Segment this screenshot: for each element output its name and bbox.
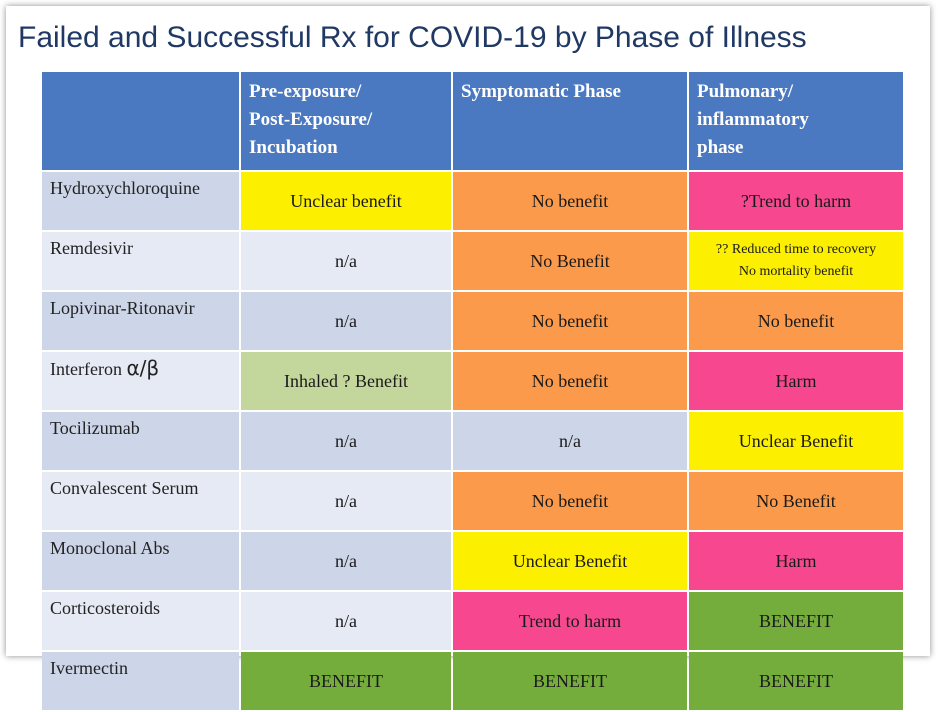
header-line: Pre-exposure/ — [249, 81, 362, 102]
cell-pre-exposure: n/a — [241, 232, 451, 290]
drug-name: Remdesivir — [42, 232, 239, 290]
drug-name: Lopivinar-Ritonavir — [42, 292, 239, 350]
cell-pulmonary: ?Trend to harm — [689, 172, 903, 230]
cell-pulmonary: No benefit — [689, 292, 903, 350]
cell-pre-exposure: BENEFIT — [241, 652, 451, 710]
table-row: Interferon α/β Inhaled ? Benefit No bene… — [42, 352, 903, 410]
cell-pre-exposure: n/a — [241, 412, 451, 470]
cell-line: ?? Reduced time to recovery — [715, 242, 877, 257]
table-row: Remdesivir n/a No Benefit ?? Reduced tim… — [42, 232, 903, 290]
cell-pre-exposure: n/a — [241, 592, 451, 650]
header-line: Symptomatic Phase — [461, 81, 621, 102]
cell-symptomatic: n/a — [453, 412, 687, 470]
cell-pre-exposure: n/a — [241, 292, 451, 350]
slide-title: Failed and Successful Rx for COVID-19 by… — [18, 21, 807, 54]
cell-line: No mortality benefit — [738, 264, 854, 279]
table-header-row: Pre-exposure/ Post-Exposure/ Incubation … — [42, 72, 903, 170]
drug-name-text: Interferon — [50, 359, 127, 379]
cell-pre-exposure: n/a — [241, 532, 451, 590]
treatment-table: Pre-exposure/ Post-Exposure/ Incubation … — [40, 70, 905, 712]
cell-symptomatic: BENEFIT — [453, 652, 687, 710]
cell-pre-exposure: Inhaled ? Benefit — [241, 352, 451, 410]
cell-pulmonary: Harm — [689, 532, 903, 590]
table-row: Tocilizumab n/a n/a Unclear Benefit — [42, 412, 903, 470]
drug-name: Corticosteroids — [42, 592, 239, 650]
drug-name: Ivermectin — [42, 652, 239, 710]
header-symptomatic: Symptomatic Phase — [453, 72, 687, 170]
table-row: Monoclonal Abs n/a Unclear Benefit Harm — [42, 532, 903, 590]
cell-symptomatic: No benefit — [453, 352, 687, 410]
header-line: Incubation — [249, 137, 338, 158]
cell-pulmonary: BENEFIT — [689, 652, 903, 710]
cell-pre-exposure: n/a — [241, 472, 451, 530]
drug-name: Interferon α/β — [42, 352, 239, 410]
cell-symptomatic: Unclear Benefit — [453, 532, 687, 590]
cell-symptomatic: No benefit — [453, 172, 687, 230]
header-pre-exposure: Pre-exposure/ Post-Exposure/ Incubation — [241, 72, 451, 170]
slide: Failed and Successful Rx for COVID-19 by… — [6, 6, 930, 710]
header-line: Post-Exposure/ — [249, 109, 373, 130]
header-line: phase — [697, 137, 744, 158]
cell-symptomatic: Trend to harm — [453, 592, 687, 650]
drug-name: Monoclonal Abs — [42, 532, 239, 590]
header-line: Pulmonary/ — [697, 81, 794, 102]
cell-pulmonary: Unclear Benefit — [689, 412, 903, 470]
table-row: Lopivinar-Ritonavir n/a No benefit No be… — [42, 292, 903, 350]
table-row: Corticosteroids n/a Trend to harm BENEFI… — [42, 592, 903, 650]
cell-symptomatic: No benefit — [453, 292, 687, 350]
drug-name: Hydroxychloroquine — [42, 172, 239, 230]
cell-symptomatic: No benefit — [453, 472, 687, 530]
drug-symbol: α/β — [126, 356, 160, 380]
header-corner-cell — [42, 72, 239, 170]
cell-symptomatic: No Benefit — [453, 232, 687, 290]
header-pulmonary: Pulmonary/ inflammatory phase — [689, 72, 903, 170]
table-row: Hydroxychloroquine Unclear benefit No be… — [42, 172, 903, 230]
cell-pre-exposure: Unclear benefit — [241, 172, 451, 230]
table-row: Ivermectin BENEFIT BENEFIT BENEFIT — [42, 652, 903, 710]
cell-pulmonary: ?? Reduced time to recovery No mortality… — [689, 232, 903, 290]
drug-name: Tocilizumab — [42, 412, 239, 470]
drug-name: Convalescent Serum — [42, 472, 239, 530]
cell-pulmonary: No Benefit — [689, 472, 903, 530]
header-line: inflammatory — [697, 109, 809, 130]
cell-pulmonary: Harm — [689, 352, 903, 410]
cell-pulmonary: BENEFIT — [689, 592, 903, 650]
table-row: Convalescent Serum n/a No benefit No Ben… — [42, 472, 903, 530]
